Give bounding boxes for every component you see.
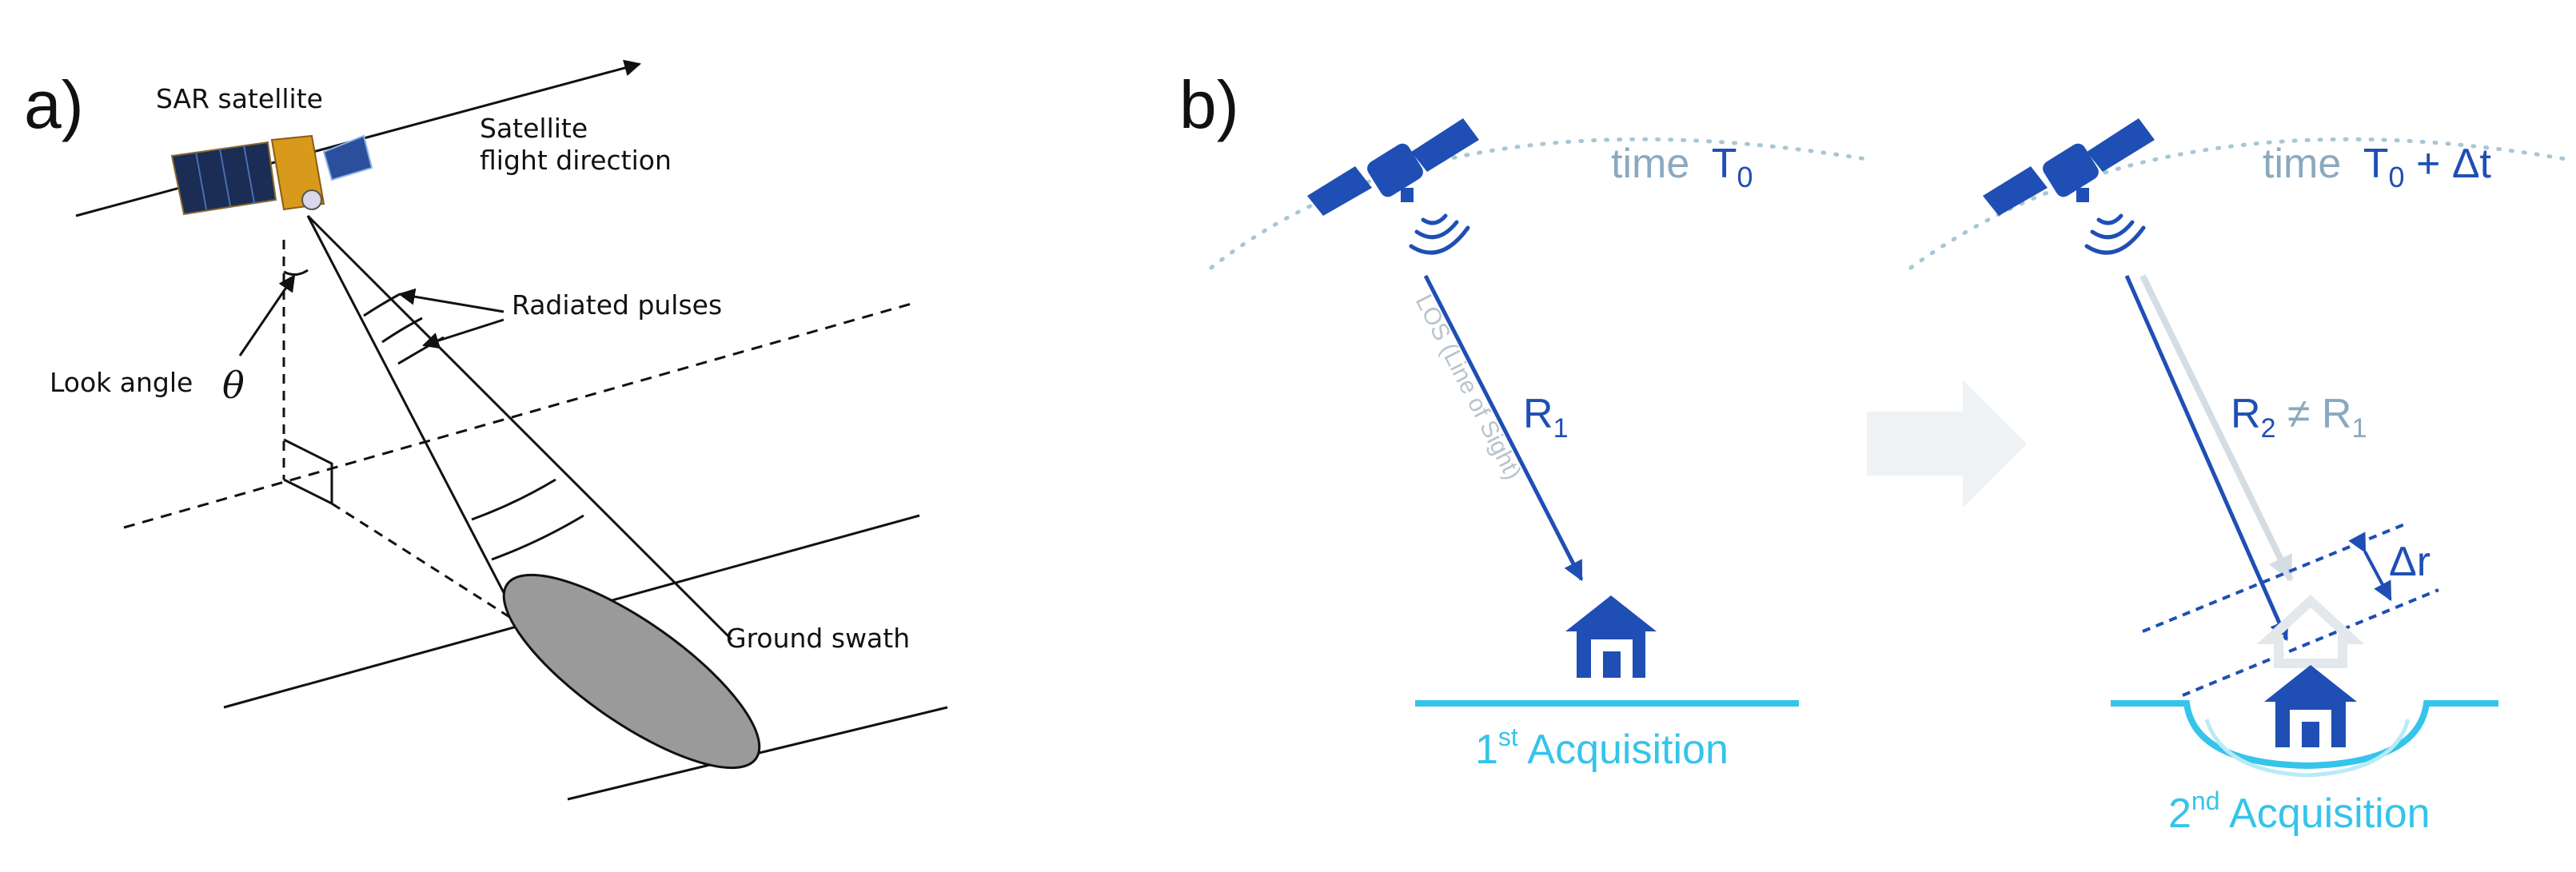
look-angle-arc (283, 269, 309, 276)
signal-waves-1-icon (1409, 213, 1470, 255)
acquisition-2-word: Acquisition (2220, 790, 2430, 837)
time-2-sub: 0 (2389, 161, 2405, 193)
acquisition-2-sup: nd (2191, 786, 2220, 815)
delta-r-label: Δr (2389, 539, 2430, 585)
pulse-arc-1 (363, 293, 401, 317)
signal-waves-2-icon (2084, 213, 2146, 255)
look-angle-label: Look angle (50, 367, 193, 398)
time-1-sub: 0 (1737, 161, 1753, 193)
range-1-sub: 1 (1553, 413, 1569, 444)
nadir-plane-line (123, 302, 912, 529)
flight-direction-label-line2: flight direction (480, 145, 672, 176)
house-2-icon (2264, 665, 2357, 747)
range-2-label: R2 ≠ R1 (2231, 391, 2367, 444)
transition-arrow (1867, 380, 2027, 508)
ground-subsidence-line (2111, 700, 2498, 770)
time-2-suffix: + Δt (2405, 141, 2492, 187)
ground-swath-label: Ground swath (726, 623, 910, 654)
los-arrow-1 (1423, 274, 1584, 582)
time-2-word: time (2263, 141, 2341, 187)
range-2-sub: 2 (2261, 413, 2276, 444)
ground-swath-ellipse (502, 573, 761, 770)
los-label: LOS (Line of Sight) (1410, 290, 1526, 484)
panel-b-label: b) (1179, 67, 1239, 142)
panel-a: a) (24, 59, 948, 801)
house-old-position-icon (2256, 594, 2365, 668)
look-angle-symbol: θ (222, 364, 245, 407)
satellite-2-icon (1983, 118, 2155, 216)
panel-b: b) time T0 LOS (Line of Sight) R1 (1179, 67, 2573, 837)
radiated-pulses-label: Radiated pulses (512, 289, 722, 321)
delta-r-arrow (2348, 532, 2392, 602)
los-arrow-2 (2124, 274, 2289, 642)
orbit-arc-1 (1209, 137, 1873, 270)
range-1-main: R (1523, 391, 1553, 437)
orbit-arc-2 (1908, 137, 2573, 270)
acquisition-1-label: 1st Acquisition (1475, 723, 1729, 773)
ground-range-dashed-line (331, 502, 520, 625)
acquisition-1-num: 1 (1475, 727, 1498, 773)
displacement-line-lower (2182, 588, 2439, 697)
range-2-ne: ≠ R (2275, 391, 2351, 437)
pulses-pointer-1 (397, 288, 504, 313)
time-1-T: T (1712, 141, 1737, 187)
range-2-sub-b: 1 (2351, 413, 2367, 444)
house-1-icon (1565, 595, 1657, 678)
look-angle-pointer (238, 274, 296, 356)
panel-a-label: a) (24, 67, 84, 142)
acquisition-2-num: 2 (2168, 790, 2191, 837)
ground-subsidence-shadow (2204, 719, 2411, 778)
range-2-main: R (2231, 391, 2261, 437)
right-angle-marker (283, 438, 333, 506)
acquisition-2-label: 2nd Acquisition (2168, 786, 2430, 837)
time-2-label: time T0 + Δt (2263, 141, 2492, 193)
acquisition-1-sup: st (1498, 723, 1518, 751)
beam-far-line (306, 214, 733, 641)
flight-direction-label-line1: Satellite (480, 113, 588, 144)
pulses-pointer-2 (421, 318, 504, 349)
time-1-word: time (1611, 141, 1689, 187)
pulse-arc-2 (381, 317, 423, 344)
satellite-1-icon (1307, 118, 1479, 216)
original-los-arrow-faded (2139, 274, 2294, 582)
time-2-T: T (2363, 141, 2389, 187)
beam-near-line (306, 215, 521, 624)
sar-satellite-icon (170, 134, 373, 216)
range-1-label: R1 (1523, 391, 1568, 444)
acquisition-1-word: Acquisition (1518, 727, 1729, 773)
satellite-label: SAR satellite (156, 83, 323, 114)
pulse-arc-4 (471, 478, 556, 521)
pulse-arc-5 (491, 514, 584, 561)
time-1-label: time T0 (1611, 141, 1753, 193)
